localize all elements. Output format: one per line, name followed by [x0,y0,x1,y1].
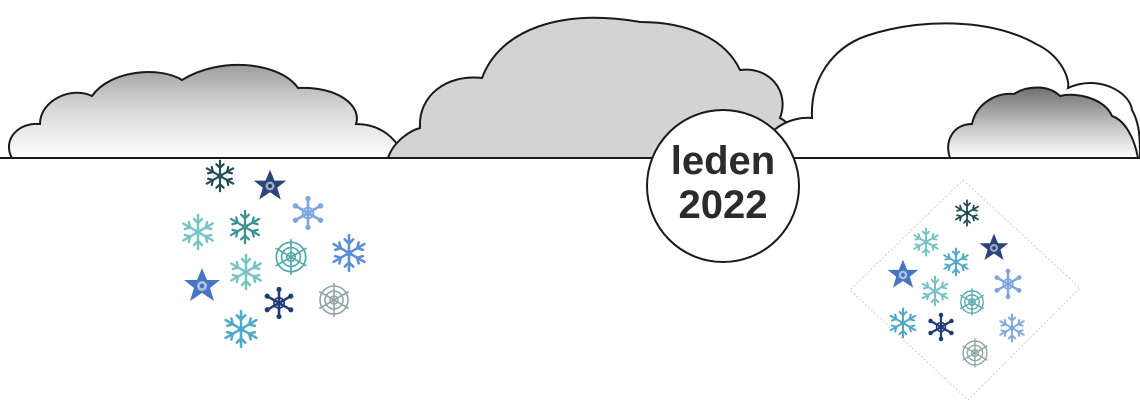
snowflake-icon [182,213,214,251]
snowflake-icon [263,286,295,320]
cloud-left-icon [7,63,406,159]
snowflake-icon [230,253,262,291]
snowflake-cluster-right [849,179,1081,401]
snowflake-icon [229,209,261,245]
snowflake-icon [318,282,350,318]
snowflake-icon [253,169,287,200]
cloud-right-front-icon [947,86,1140,159]
month-label: leden [671,139,775,183]
snowflake-icon [205,159,235,193]
snowflake-icon [332,233,366,273]
month-badge: leden 2022 [646,109,800,263]
snowflake-icon [274,238,308,276]
snowflake-icon [291,195,325,231]
snowflake-cluster-left [182,159,366,349]
diamond-card [849,179,1081,401]
year-label: 2022 [679,183,768,227]
snowflake-icon [224,309,258,349]
snowflake-icon [184,268,220,301]
